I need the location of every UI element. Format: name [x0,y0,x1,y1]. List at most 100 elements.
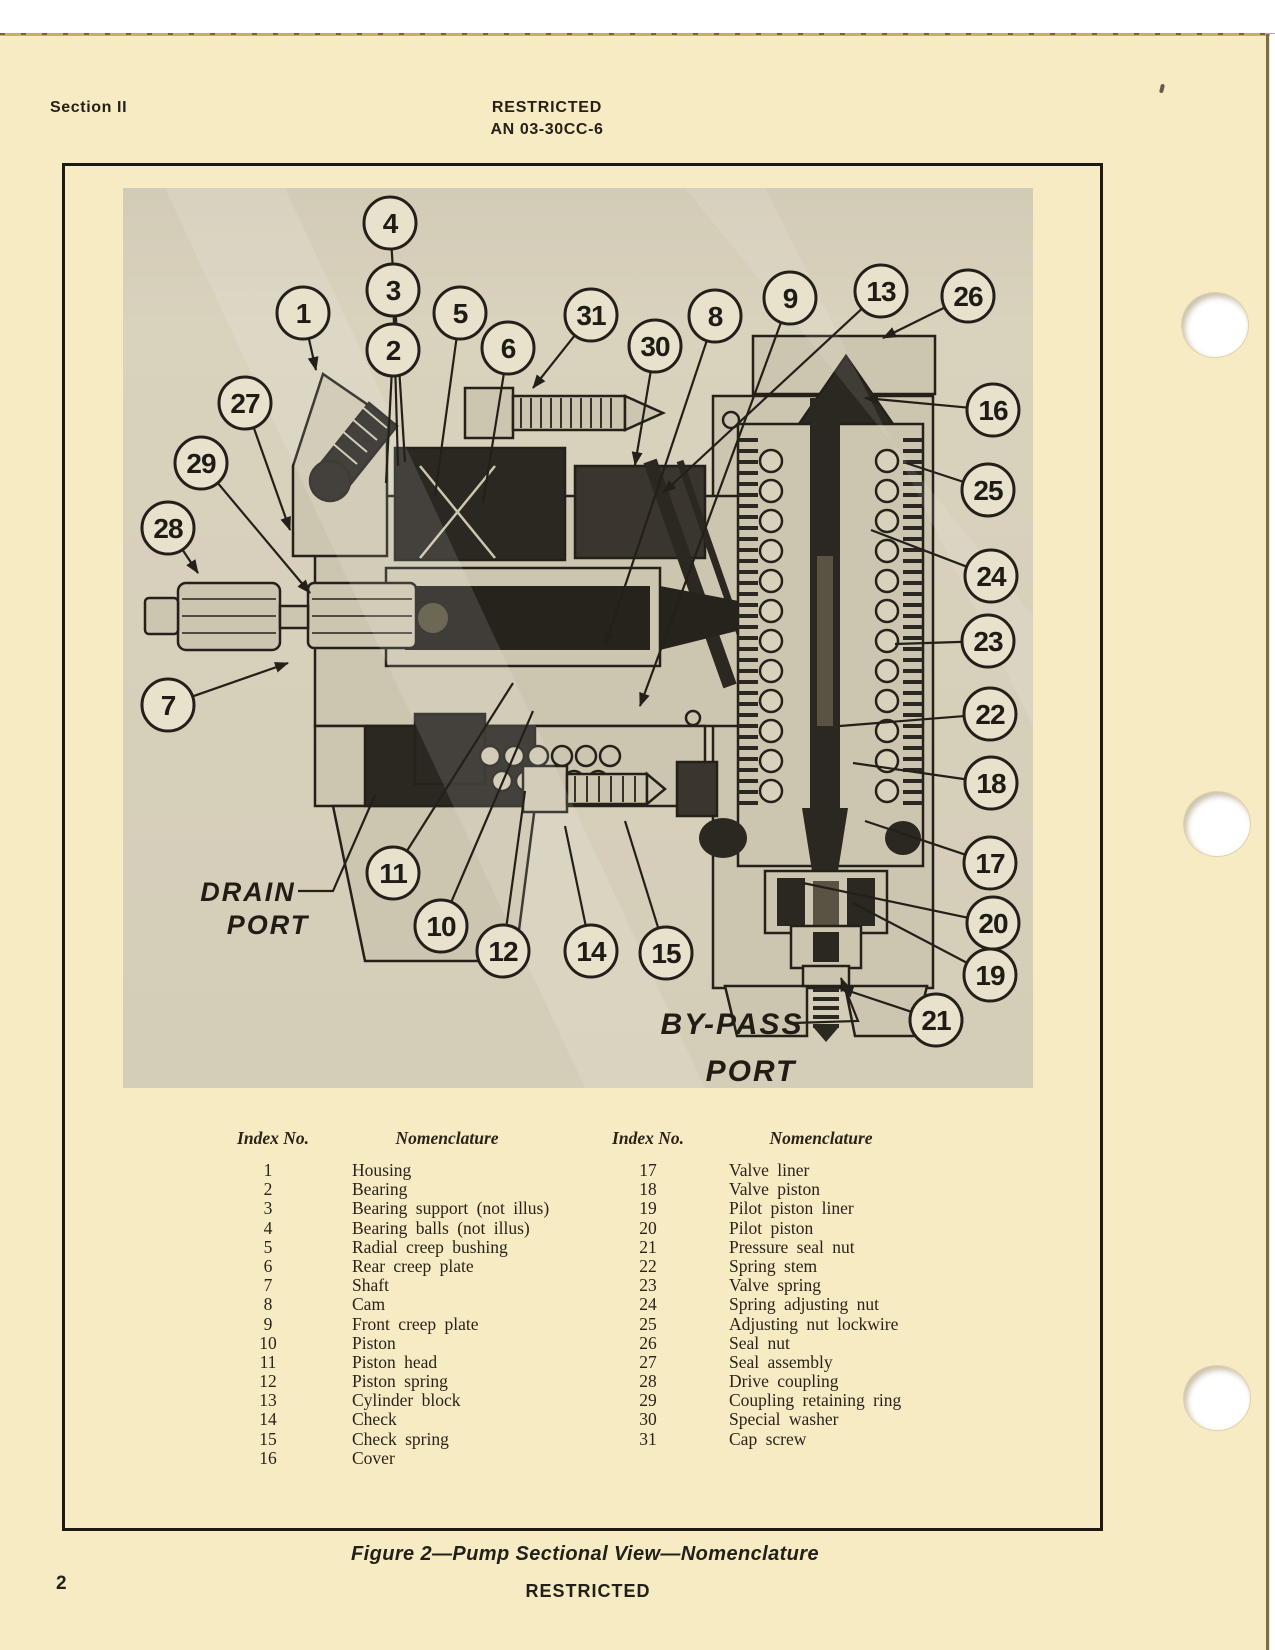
callout-circle-22 [962,686,1018,742]
section-label: Section II [50,99,128,116]
leader-line-29 [216,482,311,594]
callout-circle-7 [140,677,196,733]
leader-line-28 [181,549,199,574]
leader-line-19 [852,902,968,964]
bypass-port-label-line1: BY-PASS [661,1008,804,1041]
callout-circle-8 [687,288,743,344]
leader-line-7 [192,661,289,698]
callout-number-9: 9 [783,283,798,314]
callout-number-21: 21 [921,1005,951,1036]
callout-number-16: 16 [978,395,1008,426]
leader-line-27 [252,427,292,531]
callout-circle-27 [217,375,273,431]
page-number: 2 [56,1573,67,1594]
leader-line-31 [532,334,576,389]
callout-circle-21 [908,992,964,1048]
callout-circle-10 [413,898,469,954]
callout-circle-25 [960,462,1016,518]
bypass-port-label-line2: PORT [706,1055,797,1088]
leader-line-14 [563,825,587,926]
leader-line-23 [894,640,963,646]
drain-port-label-line1: DRAIN [200,877,296,907]
callout-number-18: 18 [976,768,1006,799]
leader-line-6 [481,373,505,504]
callout-circle-14 [563,923,619,979]
leader-line-21 [839,986,912,1013]
callout-circle-9 [762,270,818,326]
callout-circle-1 [275,285,331,341]
leader-line-13 [662,307,863,494]
callout-circle-15 [638,925,694,981]
leader-line-18 [852,761,966,781]
document-number: AN 03-30CC-6 [490,121,604,138]
classification-header: RESTRICTED [491,99,603,116]
callout-number-22: 22 [975,699,1005,730]
callout-number-8: 8 [708,301,723,332]
callout-circle-20 [965,895,1021,951]
leader-line-11 [405,682,514,852]
pump-cutaway-illustration [143,334,937,1042]
callout-circle-18 [963,755,1019,811]
callout-circle-5 [432,285,488,341]
callout-number-31: 31 [576,300,606,331]
callout-number-7: 7 [161,690,176,721]
callout-number-2: 2 [386,335,401,366]
scan-glare [165,188,705,1088]
callout-number-6: 6 [501,333,516,364]
drain-port-label-line2: PORT [227,910,310,940]
punch-hole [1184,1366,1250,1430]
callout-number-20: 20 [978,908,1008,939]
callout-circle-17 [962,835,1018,891]
figure-caption: Figure 2—Pump Sectional View—Nomenclatur… [351,1543,819,1565]
callout-circle-29 [173,435,229,491]
callout-number-24: 24 [976,561,1007,592]
callout-number-15: 15 [651,938,681,969]
callout-number-17: 17 [975,848,1005,879]
callout-circle-3 [365,262,421,318]
leader-line-25 [905,461,964,483]
callout-number-26: 26 [953,281,983,312]
callout-number-3: 3 [386,275,401,306]
callout-number-11: 11 [379,858,407,889]
scanner-background [1270,34,1275,1650]
leader-line-5 [433,338,458,497]
drain-port-leader [298,794,377,893]
callout-number-30: 30 [640,331,670,362]
pump-sectional-view-figure: 1234567891011121314151617181920212223242… [123,188,1033,1088]
callout-circle-28 [140,500,196,556]
callout-circle-4 [362,195,418,251]
callout-circle-23 [960,613,1016,669]
punch-hole [1182,293,1248,357]
leader-line-2 [384,375,393,484]
leader-line-24 [870,528,968,568]
callout-circle-16 [965,382,1021,438]
leader-line-22 [839,714,965,728]
callout-number-4: 4 [383,208,399,239]
callout-circle-30 [627,318,683,374]
leader-line-1 [307,338,319,371]
callout-circle-11 [365,845,421,901]
callout-number-28: 28 [153,513,183,544]
callout-number-19: 19 [975,960,1005,991]
paper-top-edge-specks [0,33,1275,35]
callout-number-27: 27 [230,388,260,419]
callout-circle-31 [563,287,619,343]
leader-line-8 [603,340,708,647]
leader-line-30 [631,371,652,466]
callout-circle-6 [480,320,536,376]
callout-number-1: 1 [296,298,311,329]
callout-number-23: 23 [973,626,1003,657]
callout-number-25: 25 [973,475,1003,506]
leader-line-17 [864,819,966,856]
leader-line-20 [802,881,968,919]
callout-number-5: 5 [453,298,468,329]
leader-line-10 [450,710,535,903]
callout-circle-24 [963,548,1019,604]
callout-circle-2 [365,322,421,378]
leader-line-12 [505,790,527,926]
page-right-edge-shadow [1266,34,1269,1650]
leader-line-26 [882,306,946,339]
callout-circle-13 [853,263,909,319]
